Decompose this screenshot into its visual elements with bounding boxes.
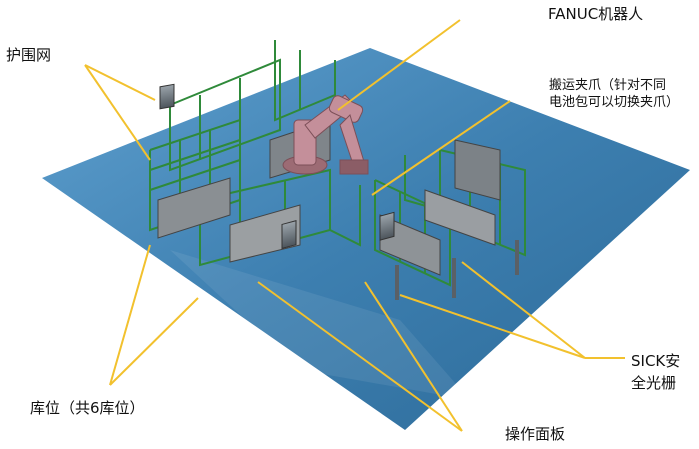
gripper-label-line2: 电池包可以切换夹爪） xyxy=(549,95,680,110)
gripper-label-line1: 搬运夹爪（针对不同 xyxy=(549,78,667,93)
light-curtain xyxy=(515,240,519,275)
callout-panel-2 xyxy=(364,281,463,432)
light-curtain xyxy=(452,258,456,298)
callout-fence-2 xyxy=(84,64,151,161)
callout-fence-1 xyxy=(84,64,156,101)
storage-rack xyxy=(424,189,496,246)
floor-reflection xyxy=(170,250,470,400)
fence-label: 护围网 xyxy=(6,46,52,64)
operator-panel xyxy=(281,220,297,250)
callout-sick-1 xyxy=(461,261,586,359)
robot-label: FANUC机器人 xyxy=(548,5,644,23)
callout-panel-1 xyxy=(257,281,463,432)
light-curtains xyxy=(395,240,519,300)
operator-panels xyxy=(159,83,395,250)
operator-panel xyxy=(159,83,175,110)
callout-lines xyxy=(84,19,625,432)
callout-robot xyxy=(337,19,461,111)
storage-rack xyxy=(157,177,231,239)
callout-storage-2 xyxy=(109,297,199,386)
operator-panel xyxy=(379,211,395,241)
callout-sick-2 xyxy=(399,294,586,359)
floor-plate xyxy=(42,48,690,430)
light-curtain xyxy=(395,265,399,300)
callout-gripper xyxy=(371,100,511,196)
storage-rack xyxy=(454,139,501,201)
storage-label: 库位（共6库位） xyxy=(30,399,145,417)
sick-label-line2: 全光栅 xyxy=(631,374,677,392)
callout-storage-1 xyxy=(109,244,151,386)
sick-label-line1: SICK安 xyxy=(631,352,681,370)
panel-label: 操作面板 xyxy=(505,425,566,443)
